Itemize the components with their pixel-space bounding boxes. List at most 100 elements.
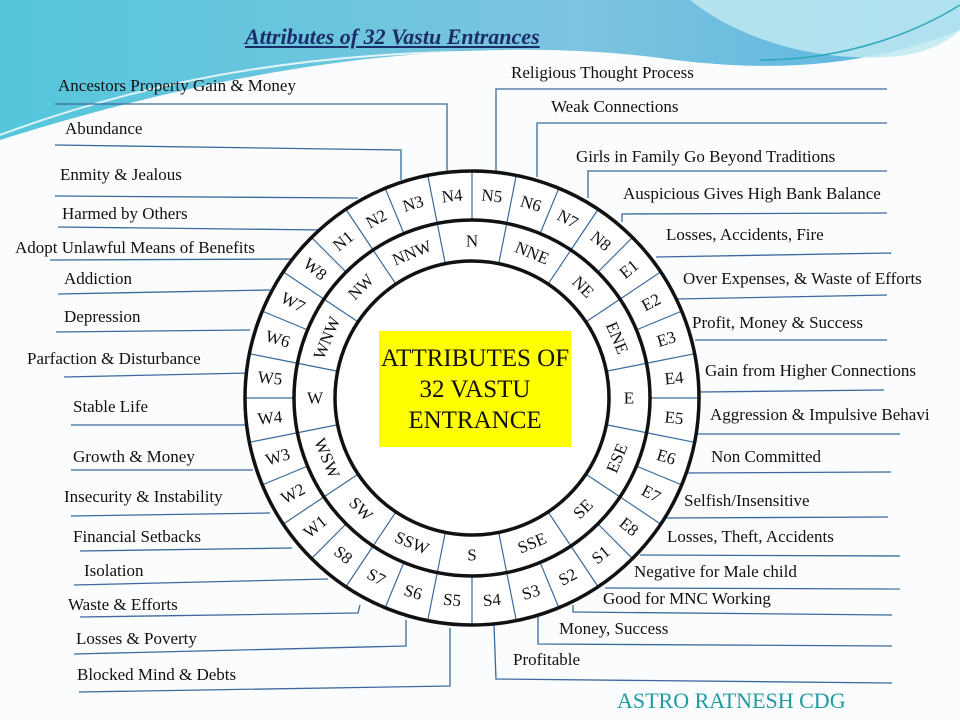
outer-ring-divider bbox=[427, 175, 438, 224]
outer-ring-label-e3: E3 bbox=[654, 327, 678, 351]
leader-line bbox=[73, 620, 407, 655]
outer-ring-divider bbox=[570, 545, 599, 588]
attribute-label: Parfaction & Disturbance bbox=[27, 349, 201, 368]
outer-ring-divider bbox=[506, 175, 517, 224]
leader-line bbox=[63, 372, 251, 378]
outer-ring-divider bbox=[636, 310, 682, 331]
attribute-label: Selfish/Insensitive bbox=[684, 491, 810, 510]
outer-ring-divider bbox=[249, 432, 298, 443]
outer-ring-label-e5: E5 bbox=[664, 408, 685, 429]
leader-line bbox=[699, 389, 885, 393]
inner-ring-divider bbox=[498, 532, 508, 573]
outer-ring-divider bbox=[427, 572, 438, 621]
leader-line bbox=[536, 122, 887, 177]
outer-ring-divider bbox=[311, 523, 347, 559]
attribute-label: Losses, Accidents, Fire bbox=[666, 225, 824, 244]
inner-ring-label-w: W bbox=[307, 389, 324, 408]
attribute-label: Abundance bbox=[65, 119, 142, 138]
leader-line bbox=[537, 610, 893, 647]
attribute-label: Financial Setbacks bbox=[73, 527, 201, 546]
inner-ring-divider bbox=[372, 249, 397, 285]
attribute-label: Stable Life bbox=[73, 397, 148, 416]
inner-ring-divider bbox=[547, 511, 572, 547]
leader-line bbox=[655, 252, 892, 258]
attribute-label: Losses & Poverty bbox=[76, 629, 197, 648]
outer-ring-divider bbox=[570, 208, 599, 251]
leader-line bbox=[70, 512, 271, 517]
middle-circle bbox=[292, 218, 652, 578]
leader-line bbox=[664, 516, 889, 519]
attribute-label: Enmity & Jealous bbox=[60, 165, 182, 184]
inner-ring-divider bbox=[297, 362, 338, 372]
attribute-label: Depression bbox=[64, 307, 141, 326]
outer-ring-divider bbox=[384, 562, 405, 608]
attribute-label: Money, Success bbox=[559, 619, 668, 638]
inner-ring-divider bbox=[585, 473, 621, 498]
attribute-label: Ancestors Property Gain & Money bbox=[58, 76, 296, 95]
leader-line bbox=[78, 628, 451, 693]
inner-ring-divider bbox=[436, 223, 446, 264]
inner-ring-divider bbox=[372, 511, 397, 547]
attribute-label: Weak Connections bbox=[551, 97, 679, 116]
inner-ring-divider bbox=[585, 298, 621, 323]
attribute-label: Religious Thought Process bbox=[511, 63, 694, 82]
page-title: Attributes of 32 Vastu Entrances bbox=[245, 24, 540, 49]
attribute-label: Profit, Money & Success bbox=[692, 313, 863, 332]
attribute-label: Negative for Male child bbox=[634, 562, 797, 581]
inner-ring-divider bbox=[297, 424, 338, 434]
inner-ring-divider bbox=[323, 298, 359, 323]
brand-label: ASTRO RATNESH CDG bbox=[617, 688, 846, 713]
outer-ring-divider bbox=[249, 353, 298, 364]
outer-ring-label-s5: S5 bbox=[442, 590, 462, 611]
leader-line bbox=[54, 144, 402, 180]
attribute-label: Over Expenses, & Waste of Efforts bbox=[683, 269, 922, 288]
inner-ring-divider bbox=[606, 424, 647, 434]
leader-line bbox=[55, 329, 251, 333]
inner-ring-label-e: E bbox=[624, 389, 634, 408]
leader-line bbox=[54, 195, 359, 199]
outer-ring-label-s6: S6 bbox=[402, 581, 425, 604]
outer-ring-divider bbox=[262, 465, 308, 486]
attribute-label: Losses, Theft, Accidents bbox=[667, 527, 834, 546]
leader-line bbox=[604, 587, 901, 590]
attribute-label: Addiction bbox=[64, 269, 132, 288]
leader-line bbox=[73, 578, 329, 586]
leader-line bbox=[493, 624, 893, 684]
outer-ring-divider bbox=[506, 572, 517, 621]
inner-ring-divider bbox=[547, 249, 572, 285]
attribute-label: Profitable bbox=[513, 650, 580, 669]
inner-ring-label-s: S bbox=[467, 546, 476, 565]
outer-ring-divider bbox=[597, 523, 633, 559]
outer-ring-label-w5: W5 bbox=[257, 367, 283, 388]
attribute-label: Adopt Unlawful Means of Benefits bbox=[15, 238, 255, 257]
center-label: ATTRIBUTES OF 32 VASTU ENTRANCE bbox=[380, 344, 570, 434]
attribute-label: Isolation bbox=[84, 561, 144, 580]
outer-circle bbox=[243, 169, 701, 627]
leader-line bbox=[79, 604, 361, 618]
outer-ring-label-s3: S3 bbox=[520, 581, 543, 604]
outer-ring-label-e4: E4 bbox=[664, 368, 685, 389]
outer-ring-divider bbox=[384, 188, 405, 234]
leader-line bbox=[57, 289, 271, 295]
leader-line bbox=[685, 471, 892, 474]
outer-ring-divider bbox=[646, 432, 695, 443]
attribute-label: Growth & Money bbox=[73, 447, 195, 466]
attribute-label: Harmed by Others bbox=[62, 204, 188, 223]
leader-line bbox=[639, 554, 901, 557]
inner-ring-divider bbox=[436, 532, 446, 573]
attribute-label: Non Committed bbox=[711, 447, 822, 466]
leader-line bbox=[55, 103, 448, 172]
outer-ring-divider bbox=[345, 208, 374, 251]
outer-ring-divider bbox=[539, 562, 560, 608]
inner-ring-divider bbox=[323, 473, 359, 498]
leader-line bbox=[57, 226, 325, 231]
outer-ring-divider bbox=[619, 496, 662, 525]
leader-line bbox=[621, 212, 888, 222]
outer-ring-divider bbox=[597, 237, 633, 273]
outer-ring-label-e6: E6 bbox=[654, 445, 678, 469]
outer-ring-label-s4: S4 bbox=[482, 590, 502, 611]
outer-ring-label-n4: N4 bbox=[441, 185, 464, 206]
center-label-box: ATTRIBUTES OF 32 VASTU ENTRANCE bbox=[379, 331, 571, 447]
leader-line bbox=[675, 294, 888, 300]
